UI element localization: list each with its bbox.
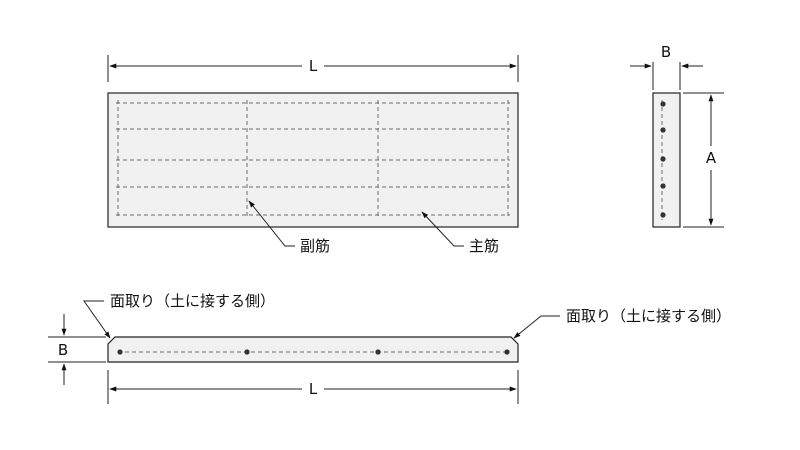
side-width-label: B: [661, 43, 671, 61]
rebar-dot: [660, 127, 666, 133]
rebar-dot: [244, 349, 250, 355]
main-bar-leader: [421, 211, 464, 247]
rebar-dot: [660, 183, 666, 189]
bottom-length-label: L: [309, 380, 318, 398]
rebar-dot: [660, 212, 666, 218]
rebar-grid: [116, 100, 510, 218]
top-length-label: L: [309, 57, 318, 75]
slab-side-outline: [652, 92, 681, 228]
rebar-dot: [375, 349, 381, 355]
rebar-dot: [660, 156, 666, 162]
chamfer-right-label: 面取り（土に接する側）: [566, 307, 731, 325]
secondary-bar-label: 副筋: [300, 237, 330, 255]
secondary-bar-leader: [248, 200, 295, 247]
main-bar-label: 主筋: [469, 237, 499, 255]
section-rebar-dots: [117, 349, 510, 355]
side-rebar-dots: [660, 101, 666, 218]
rebar-dot: [660, 101, 666, 107]
chamfer-left-label: 面取り（土に接する側）: [110, 292, 275, 310]
top-view: L 副筋 主筋: [107, 55, 519, 255]
chamfer-left-leader: [83, 300, 111, 339]
slab-section-outline: [107, 336, 519, 363]
bottom-view: B L 面取り（土に接する側） 面取り（土に接する側）: [48, 292, 731, 404]
rebar-dot: [117, 349, 123, 355]
chamfer-right-leader: [513, 315, 560, 339]
rebar-dot: [504, 349, 510, 355]
thickness-label: B: [58, 341, 68, 359]
side-height-label: A: [706, 149, 717, 167]
side-view: B A: [630, 43, 724, 228]
